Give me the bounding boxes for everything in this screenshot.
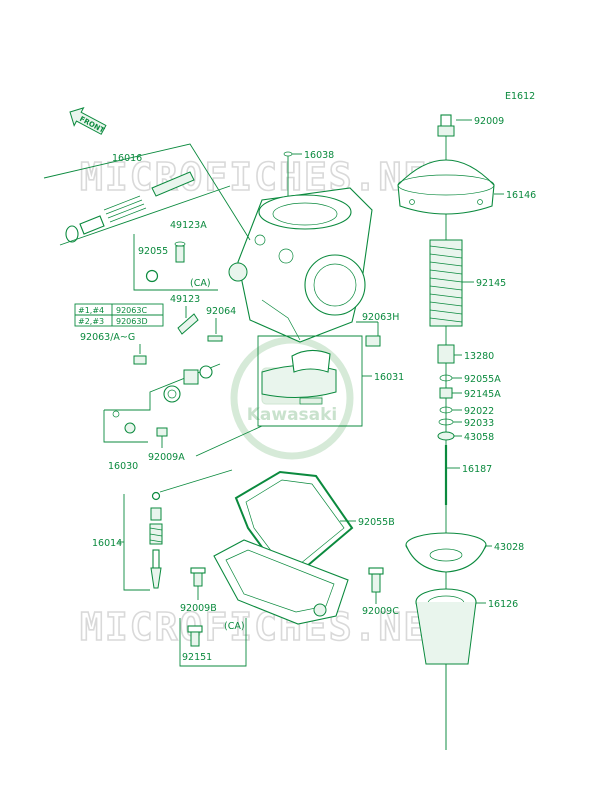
- needle-valve-set-part: [112, 365, 213, 434]
- label-16031: 16031: [374, 372, 404, 383]
- screw-92151-part: [187, 625, 203, 647]
- float-bowl-part: [213, 539, 349, 625]
- label-16030: 16030: [108, 461, 138, 472]
- table-cyl-1-4: #1,#4: [78, 306, 104, 315]
- label-13280: 13280: [464, 351, 494, 362]
- top-cover-part: [397, 159, 495, 215]
- label-16146: 16146: [506, 190, 536, 201]
- screw-92009C-part: [368, 567, 384, 593]
- label-92064: 92064: [206, 306, 236, 317]
- screw-92009A-part: [156, 427, 168, 437]
- label-92009A: 92009A: [148, 452, 185, 463]
- label-16126: 16126: [488, 599, 518, 610]
- table-cyl-2-3-part: 92063D: [116, 317, 148, 326]
- label-92055A: 92055A: [464, 374, 501, 385]
- label-92009B: 92009B: [180, 603, 217, 614]
- table-cyl-1-4-part: 92063C: [116, 306, 147, 315]
- plug-92063H-part: [365, 335, 381, 347]
- label-92009C: 92009C: [362, 606, 399, 617]
- float-bowl-gasket-part: [234, 470, 354, 574]
- label-49123: 49123: [170, 294, 200, 305]
- carburetor-body-part: [228, 187, 373, 343]
- label-49123A: 49123A: [170, 220, 207, 231]
- throttle-valve-part: [415, 588, 477, 750]
- table-cyl-2-3: #2,#3: [78, 317, 104, 326]
- jet-92063-part: [133, 355, 147, 365]
- main-jet-stack-part: [149, 491, 163, 589]
- o-ring-92055-part: [145, 269, 159, 283]
- jet-49123-part: [177, 313, 199, 335]
- label-92055: 92055: [138, 246, 168, 257]
- label-92022: 92022: [464, 406, 494, 417]
- float-part: [261, 349, 337, 405]
- label-16014: 16014: [92, 538, 122, 549]
- label-92145: 92145: [476, 278, 506, 289]
- label-ca-1: (CA): [190, 278, 211, 289]
- top-screw-part: [437, 114, 455, 137]
- diaphragm-part: [405, 532, 487, 573]
- watermark-bottom: MICROFICHES.NET: [80, 605, 453, 649]
- label-92055B: 92055B: [358, 517, 395, 528]
- watermark-top: MICROFICHES.NET: [80, 155, 453, 199]
- label-92145A: 92145A: [464, 389, 501, 400]
- label-16016: 16016: [112, 153, 142, 164]
- pilot-screw-assembly-part: [65, 171, 195, 243]
- label-43028: 43028: [494, 542, 524, 553]
- label-43058: 43058: [464, 432, 494, 443]
- label-92151: 92151: [182, 652, 212, 663]
- label-ca-2: (CA): [224, 621, 245, 632]
- pin-92064-part: [207, 335, 223, 342]
- jet-49123A-part: [174, 241, 186, 263]
- label-92063-a-g: 92063/A~G: [80, 332, 135, 343]
- label-92033: 92033: [464, 418, 494, 429]
- main-spring-part: [429, 239, 463, 327]
- screw-92009B-part: [190, 567, 206, 587]
- needle-jet-holder-part: [437, 344, 455, 505]
- label-92063H: 92063H: [362, 312, 399, 323]
- logo-brand: Kawasaki: [247, 405, 338, 425]
- figure-code: E1612: [505, 91, 535, 102]
- cylinder-jet-table: #1,#4 92063C #2,#3 92063D: [74, 303, 164, 327]
- front-arrow-icon: FRONT: [69, 107, 107, 135]
- label-16187: 16187: [462, 464, 492, 475]
- label-92009: 92009: [474, 116, 504, 127]
- label-16038: 16038: [304, 150, 334, 161]
